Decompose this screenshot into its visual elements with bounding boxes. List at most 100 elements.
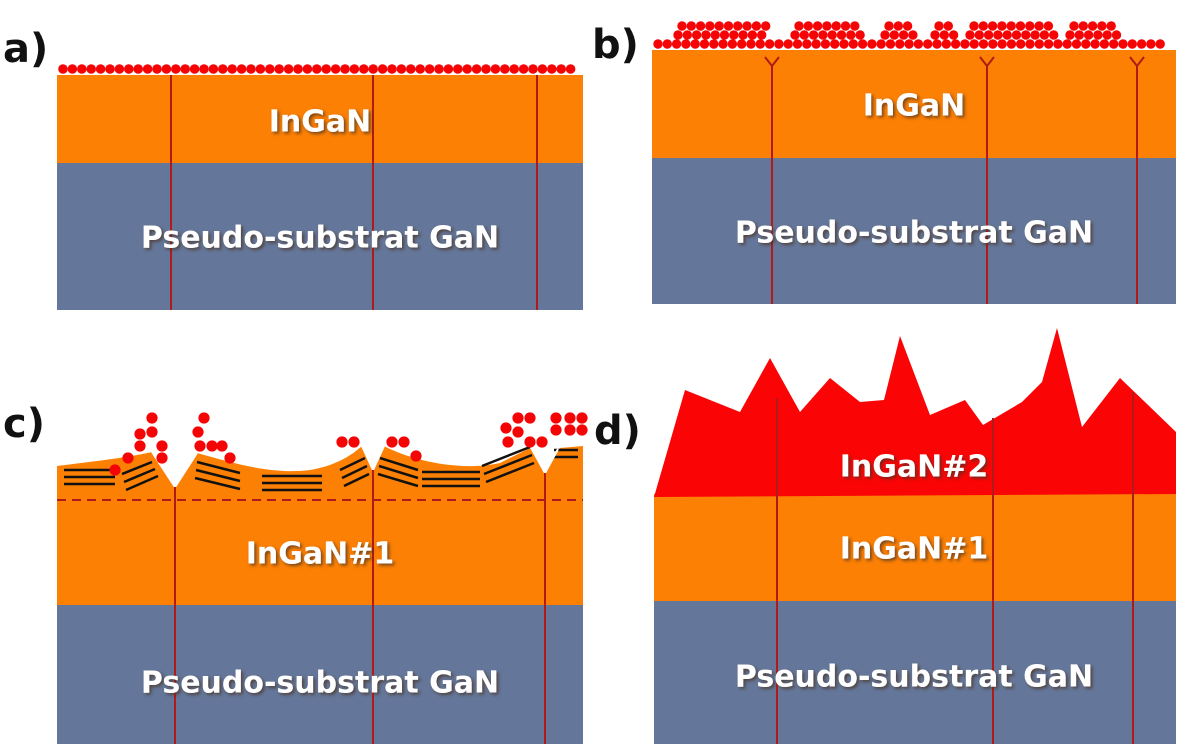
adatom — [396, 64, 407, 74]
adatom — [321, 64, 332, 74]
adatom — [978, 21, 988, 31]
adatom — [969, 21, 979, 31]
adatom — [943, 21, 953, 31]
adatom — [885, 39, 896, 49]
adatom — [1030, 30, 1040, 40]
adatom — [312, 64, 322, 74]
adatom — [161, 64, 172, 74]
adatom — [701, 30, 711, 40]
adatom — [671, 39, 682, 49]
adatom — [902, 21, 913, 31]
adatom — [818, 30, 828, 40]
adatom — [820, 39, 831, 49]
adatom — [330, 64, 341, 74]
adatom — [434, 64, 444, 74]
adatom — [988, 39, 998, 49]
ingan-2-layer — [654, 328, 1176, 497]
gan-label: Pseudo-substrat GaN — [735, 660, 1093, 695]
adatom — [714, 21, 724, 31]
panel-letter: a) — [3, 26, 48, 72]
adatom — [156, 440, 168, 452]
adatom — [1136, 39, 1147, 49]
adatom — [1074, 30, 1085, 40]
adatom — [1039, 30, 1050, 40]
adatom — [180, 64, 190, 74]
adatom — [194, 440, 206, 452]
adatom — [1102, 30, 1112, 40]
adatom — [536, 436, 548, 448]
adatom — [224, 452, 236, 464]
adatom — [1099, 39, 1110, 49]
adatom — [293, 64, 303, 74]
adatom — [913, 39, 924, 49]
adatom — [839, 39, 849, 49]
ingan-1-label: InGaN#1 — [840, 532, 989, 567]
adatom — [1111, 30, 1122, 40]
adatom — [255, 64, 266, 74]
adatom — [387, 64, 397, 74]
ingan-1-label: InGaN#1 — [246, 537, 395, 572]
adatom — [653, 39, 663, 49]
adatom — [471, 64, 482, 74]
adatom — [948, 30, 959, 40]
adatom — [509, 64, 519, 74]
ingan-1-layer — [654, 494, 1176, 601]
adatom — [960, 39, 970, 49]
adatom — [156, 452, 168, 464]
adatom — [502, 436, 514, 448]
adatom — [528, 64, 538, 74]
adatom — [368, 64, 379, 74]
gan-label: Pseudo-substrat GaN — [141, 221, 499, 256]
adatom — [987, 21, 998, 31]
ingan-layer — [57, 75, 583, 163]
adatom — [208, 64, 219, 74]
adatom — [349, 64, 360, 74]
adatom — [812, 21, 823, 31]
adatom — [719, 30, 730, 40]
panel-letter: b) — [592, 22, 639, 68]
adatom — [199, 64, 209, 74]
adatom — [876, 39, 886, 49]
adatom — [965, 30, 975, 40]
adatom — [1002, 30, 1012, 40]
adatom — [302, 64, 313, 74]
adatom — [227, 64, 237, 74]
adatom — [462, 64, 473, 74]
adatom — [1053, 39, 1063, 49]
adatom — [799, 30, 809, 40]
adatom — [1155, 39, 1165, 49]
adatom — [105, 64, 115, 74]
adatom — [880, 30, 890, 40]
adatom — [500, 64, 510, 74]
adatom — [831, 21, 841, 31]
adatom — [406, 64, 416, 74]
adatom — [189, 64, 200, 74]
adatom — [192, 426, 204, 438]
adatom — [336, 436, 348, 448]
ingan-1-layer — [57, 446, 583, 605]
adatom — [681, 39, 691, 49]
adatom — [576, 412, 588, 424]
adatom — [691, 30, 702, 40]
adatom — [792, 39, 803, 49]
panel-b: b) InGaN Pseudo-substrat GaN — [592, 21, 1176, 304]
adatom — [1025, 21, 1035, 31]
adatom — [95, 64, 106, 74]
adatom — [889, 30, 899, 40]
adatom-clusters — [109, 412, 588, 476]
adatom — [705, 21, 715, 31]
adatom — [709, 39, 719, 49]
gan-label: Pseudo-substrat GaN — [141, 666, 499, 701]
ingan-label: InGaN — [863, 89, 966, 124]
adatom — [1015, 21, 1026, 31]
adatom — [576, 424, 588, 436]
adatom — [1016, 39, 1026, 49]
adatom — [1006, 39, 1017, 49]
adatom — [146, 426, 158, 438]
adatom — [811, 39, 821, 49]
adatom — [790, 30, 800, 40]
adatom — [808, 30, 819, 40]
adatom — [518, 64, 529, 74]
adatom — [747, 30, 758, 40]
